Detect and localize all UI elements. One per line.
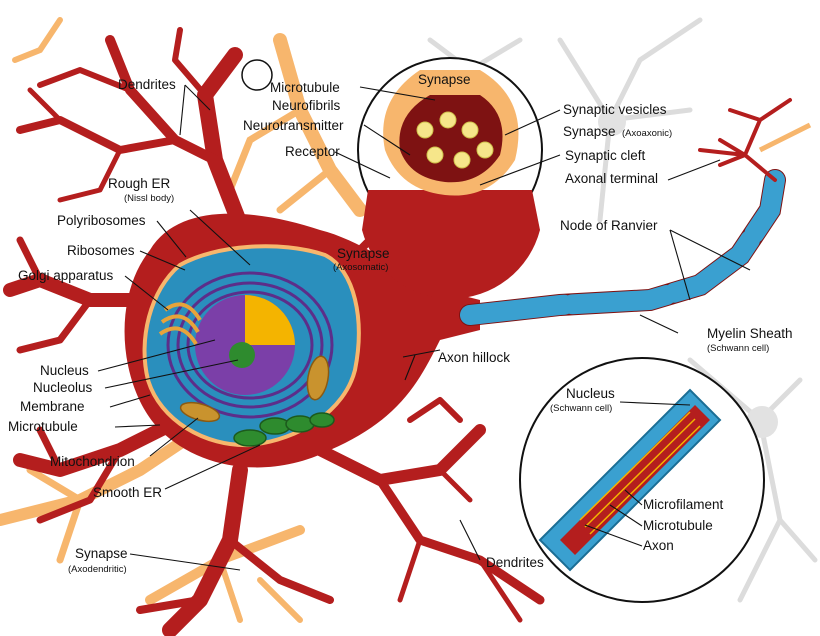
rough-er-rings [166, 271, 334, 419]
label-synapse-axoaxonic-sub: (Axoaxonic) [622, 128, 672, 139]
label-node-of-ranvier: Node of Ranvier [560, 218, 658, 233]
label-synapse-axosomatic-sub: (Axosomatic) [333, 262, 388, 273]
label-receptor: Receptor [285, 144, 340, 159]
nucleolus [229, 342, 255, 368]
label-nucleus-schwann: Nucleus [566, 386, 615, 401]
axonal-terminal-branches [698, 98, 792, 182]
label-golgi: Golgi apparatus [18, 268, 114, 283]
label-nucleolus: Nucleolus [33, 380, 93, 395]
label-microtubule-synapse: Microtubule [270, 80, 340, 95]
synapse-inset [241, 57, 543, 299]
label-ribosomes: Ribosomes [67, 243, 135, 258]
label-myelin-sheath: Myelin Sheath [707, 326, 793, 341]
label-nucleus: Nucleus [40, 363, 89, 378]
label-neurotransmitter: Neurotransmitter [243, 118, 344, 133]
label-synapse-axoaxonic: Synapse [563, 124, 616, 139]
label-microfilament: Microfilament [643, 497, 724, 512]
label-synaptic-vesicles: Synaptic vesicles [563, 102, 667, 117]
axon [459, 169, 786, 326]
label-microtubule-axon: Microtubule [643, 518, 713, 533]
orange-axon-branch [758, 122, 812, 153]
label-dendrites-bottom: Dendrites [486, 555, 544, 570]
mitochondria [179, 355, 330, 423]
labels: Dendrites Rough ER (Nissl body) Polyribo… [8, 72, 793, 575]
nucleus-cutaway [245, 295, 295, 345]
label-neurofibrils: Neurofibrils [272, 98, 341, 113]
label-synaptic-cleft: Synaptic cleft [565, 148, 646, 163]
label-microtubule-soma: Microtubule [8, 419, 78, 434]
label-axonal-terminal: Axonal terminal [565, 171, 658, 186]
axon-inset [519, 357, 765, 603]
label-rough-er: Rough ER [108, 176, 171, 191]
label-mitochondrion: Mitochondrion [50, 454, 135, 469]
label-axon-hillock: Axon hillock [438, 350, 510, 365]
label-nucleus-schwann-sub: (Schwann cell) [550, 403, 612, 414]
label-synapse-axodendritic: Synapse [75, 546, 128, 561]
label-rough-er-sub: (Nissl body) [124, 193, 174, 204]
label-membrane: Membrane [20, 399, 85, 414]
label-myelin-sheath-sub: (Schwann cell) [707, 343, 769, 354]
smooth-er [233, 412, 335, 447]
label-synapse-axodendritic-sub: (Axodendritic) [68, 564, 127, 575]
label-polyribosomes: Polyribosomes [57, 213, 146, 228]
label-axon: Axon [643, 538, 674, 553]
label-synapse-inset-title: Synapse [418, 72, 471, 87]
label-leaders [97, 84, 751, 571]
label-dendrites-top: Dendrites [118, 77, 176, 92]
label-smooth-er: Smooth ER [93, 485, 162, 500]
golgi-apparatus [158, 302, 202, 346]
label-synapse-axosomatic: Synapse [337, 246, 390, 261]
